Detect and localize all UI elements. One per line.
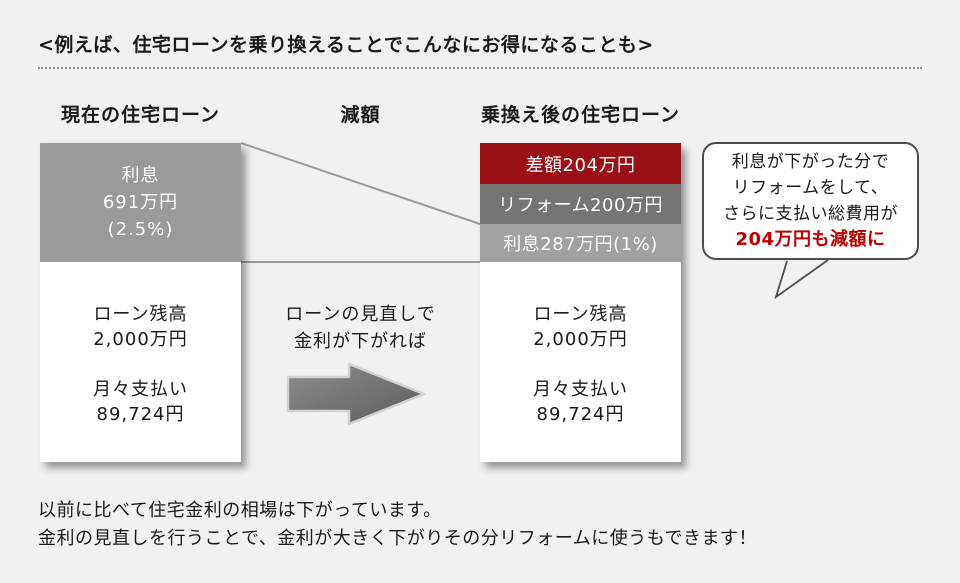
current-monthly-payment: 月々支払い 89,724円 bbox=[93, 379, 188, 425]
current-interest-line: 利息 bbox=[121, 165, 160, 186]
after-loan-details: ローン残高 2,000万円 月々支払い 89,724円 bbox=[480, 262, 681, 427]
current-balance: ローン残高 2,000万円 bbox=[93, 304, 188, 350]
reform-bar: リフォーム200万円 bbox=[480, 184, 681, 224]
reduction-note: ローンの見直しで 金利が下がれば bbox=[285, 304, 436, 352]
after-balance: ローン残高 2,000万円 bbox=[533, 304, 628, 350]
footer-line: 以前に比べて住宅金利の相場は下がっています。 bbox=[38, 500, 442, 521]
header-after-loan: 乗換え後の住宅ローン bbox=[480, 104, 681, 126]
after-interest-bar: 利息287万円(1%) bbox=[480, 224, 681, 262]
callout-line: 利息が下がった分で bbox=[731, 152, 890, 172]
page-title: <例えば、住宅ローンを乗り換えることでこんなにお得になることも> bbox=[38, 30, 922, 69]
current-loan-box: 利息 691万円 (2.5%) ローン残高 2,000万円 月々支払い 89,7… bbox=[40, 143, 241, 462]
header-reduction: 減額 bbox=[340, 104, 381, 126]
difference-bar: 差額204万円 bbox=[480, 143, 681, 184]
callout-highlight: 204万円も減額に bbox=[735, 229, 886, 250]
after-loan-box: 差額204万円 リフォーム200万円 利息287万円(1%) ローン残高 2,0… bbox=[480, 143, 681, 462]
current-interest-block: 利息 691万円 (2.5%) bbox=[40, 143, 241, 262]
callout-line: さらに支払い総費用が bbox=[723, 204, 898, 224]
footer-text: 以前に比べて住宅金利の相場は下がっています。 金利の見直しを行うことで、金利が大… bbox=[38, 497, 757, 553]
current-interest-line: 691万円 bbox=[102, 192, 179, 213]
current-loan-details: ローン残高 2,000万円 月々支払い 89,724円 bbox=[40, 262, 241, 427]
callout-line: リフォームをして、 bbox=[732, 178, 889, 198]
header-current-loan: 現在の住宅ローン bbox=[60, 104, 221, 126]
current-interest-line: (2.5%) bbox=[107, 219, 174, 240]
speech-bubble-tail bbox=[774, 259, 829, 300]
after-monthly-payment: 月々支払い 89,724円 bbox=[533, 379, 628, 425]
callout-bubble: 利息が下がった分で リフォームをして、 さらに支払い総費用が 204万円も減額に bbox=[702, 142, 919, 260]
footer-line: 金利の見直しを行うことで、金利が大きく下がりその分リフォームに使うもできます！ bbox=[38, 528, 757, 549]
right-arrow-icon bbox=[284, 360, 429, 428]
